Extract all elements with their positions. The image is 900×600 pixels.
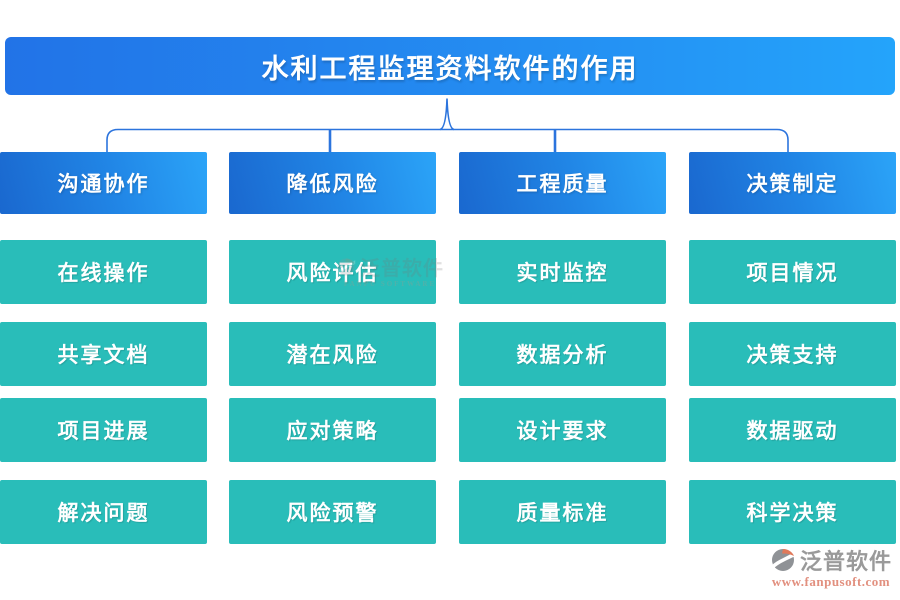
node-label: 共享文档 [57,343,150,367]
node-label: 潜在风险 [286,343,379,367]
diagram-node: 科学决策 [689,480,896,544]
diagram-node: 项目情况 [689,240,896,304]
column-header-label: 沟通协作 [57,172,150,196]
diagram-node: 共享文档 [0,322,207,386]
brand-watermark: 泛普软件 www.fanpusoft.com [770,544,892,590]
diagram-node: 数据分析 [459,322,666,386]
node-label: 在线操作 [57,261,150,285]
diagram-node: 质量标准 [459,480,666,544]
node-label: 应对策略 [286,419,379,443]
node-label: 项目情况 [746,261,839,285]
diagram-node: 实时监控 [459,240,666,304]
node-label: 数据驱动 [746,419,839,443]
fanpu-logo-icon [770,549,795,571]
node-label: 决策支持 [746,343,839,367]
node-label: 设计要求 [516,419,609,443]
diagram-node: 解决问题 [0,480,207,544]
node-label: 数据分析 [516,343,609,367]
watermark-url: www.fanpusoft.com [771,574,891,589]
column-header-communication: 沟通协作 [0,152,207,214]
node-label: 风险评估 [286,261,379,285]
column-header-label: 工程质量 [516,172,609,196]
node-label: 项目进展 [57,419,150,443]
node-label: 风险预警 [286,501,379,525]
diagram-node: 在线操作 [0,240,207,304]
column-header-risk: 降低风险 [229,152,436,214]
diagram-node: 风险评估 [229,240,436,304]
diagram-node: 风险预警 [229,480,436,544]
node-label: 质量标准 [516,501,609,525]
watermark-brand: 泛普软件 [799,549,892,574]
connector-horizontal [106,128,789,152]
column-header-decision: 决策制定 [689,152,896,214]
diagram-node: 潜在风险 [229,322,436,386]
column-header-label: 决策制定 [746,172,839,196]
diagram-node: 应对策略 [229,398,436,462]
connector-stem [439,98,455,131]
node-label: 科学决策 [746,501,839,525]
column-header-quality: 工程质量 [459,152,666,214]
node-label: 解决问题 [57,501,150,525]
diagram-node: 项目进展 [0,398,207,462]
diagram-node: 数据驱动 [689,398,896,462]
column-header-label: 降低风险 [286,172,379,196]
diagram-node: 设计要求 [459,398,666,462]
diagram-node: 决策支持 [689,322,896,386]
page-title: 水利工程监理资料软件的作用 [261,53,639,84]
node-label: 实时监控 [516,261,609,285]
title-banner: 水利工程监理资料软件的作用 [5,37,895,95]
